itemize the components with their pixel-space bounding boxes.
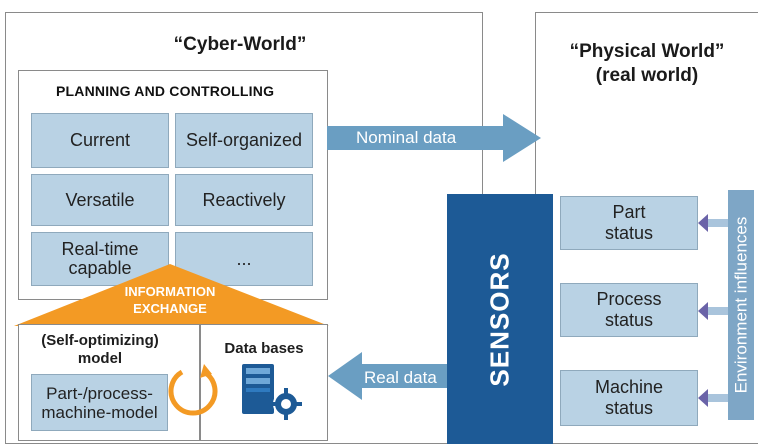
real-data-arrow bbox=[328, 352, 452, 400]
cell-self-organized: Self-organized bbox=[175, 113, 313, 168]
environment-arrows bbox=[698, 214, 730, 407]
sensors-label: SENSORS bbox=[484, 251, 515, 387]
nominal-data-arrow bbox=[327, 114, 541, 162]
model-title: (Self-optimizing) model bbox=[41, 332, 159, 367]
environment-influences-label: Environment influences bbox=[731, 216, 750, 394]
cyber-world-title: “Cyber-World” bbox=[173, 34, 307, 55]
info-exchange-line1: INFORMATION bbox=[124, 284, 216, 299]
physical-world-subtitle: (real world) bbox=[595, 65, 699, 86]
cell-current: Current bbox=[31, 113, 169, 168]
environment-influences-bar: Environment influences bbox=[728, 190, 754, 420]
physical-world-title: “Physical World” bbox=[569, 41, 725, 62]
database-server-icon bbox=[242, 364, 302, 420]
model-inner-box: Part-/process-machine-model bbox=[31, 374, 168, 431]
cell-realtime: Real-time capable bbox=[31, 232, 169, 286]
planning-header: PLANNING AND CONTROLLING bbox=[56, 83, 275, 99]
nominal-data-label: Nominal data bbox=[356, 128, 457, 147]
part-status-box: Part status bbox=[560, 196, 698, 250]
sensors-block: SENSORS bbox=[447, 194, 553, 444]
machine-status-box: Machine status bbox=[560, 370, 698, 426]
cell-reactively: Reactively bbox=[175, 174, 313, 226]
process-status-box: Process status bbox=[560, 283, 698, 337]
databases-title: Data bases bbox=[224, 340, 304, 357]
real-data-label: Real data bbox=[364, 368, 437, 387]
info-exchange-line2: EXCHANGE bbox=[133, 301, 207, 316]
cell-versatile: Versatile bbox=[31, 174, 169, 226]
cycle-icon bbox=[168, 364, 218, 416]
